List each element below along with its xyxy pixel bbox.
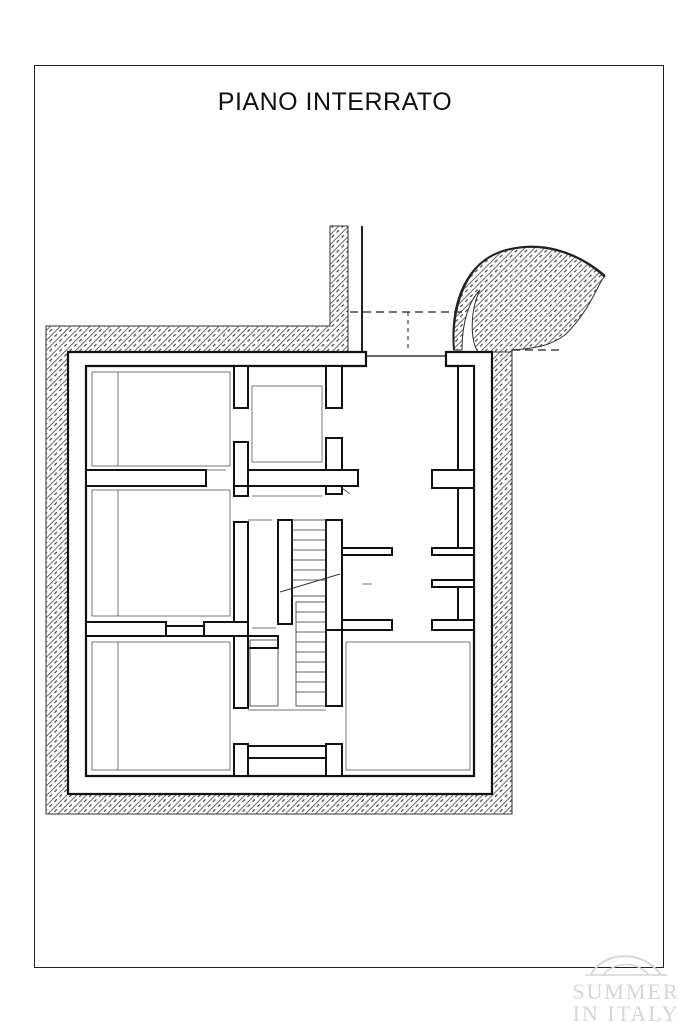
drawing-frame	[34, 65, 664, 968]
door-openings	[206, 469, 351, 711]
watermark: SUMMER IN ITALY	[566, 939, 686, 1025]
entrance-ramp	[350, 226, 606, 352]
room-finish-lines	[91, 371, 471, 771]
floor-plan-title: PIANO INTERRATO	[217, 88, 453, 116]
watermark-logo-icon	[585, 955, 667, 976]
watermark-line-1: SUMMER	[572, 979, 680, 1004]
interior-walls	[85, 365, 475, 777]
stairway	[249, 519, 341, 707]
watermark-line-2: IN ITALY	[572, 1001, 680, 1026]
